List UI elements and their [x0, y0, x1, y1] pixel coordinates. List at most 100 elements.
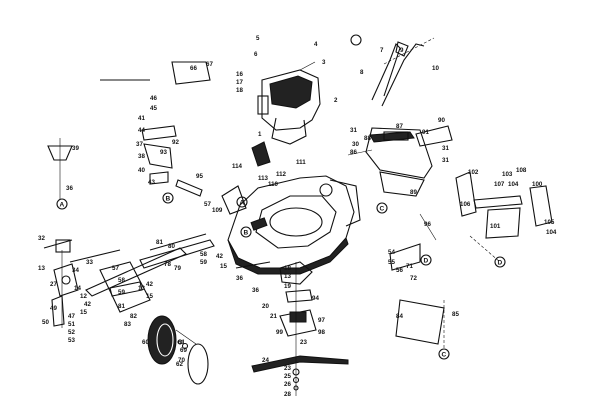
part-60: 60	[142, 339, 149, 346]
part-114: 114	[232, 163, 243, 170]
part-96: 96	[424, 221, 431, 228]
part-13b: 13	[38, 265, 45, 272]
part-50: 50	[42, 319, 49, 326]
part-45: 45	[150, 105, 157, 112]
part-43: 43	[148, 179, 155, 186]
part-106: 106	[460, 201, 471, 208]
part-61: 61	[178, 339, 185, 346]
part-59b: 59	[118, 289, 125, 296]
grass-catcher	[347, 127, 433, 197]
part-15b: 15	[80, 309, 87, 316]
svg-text:C: C	[442, 352, 447, 359]
part-36b: 36	[236, 275, 243, 282]
part-58: 58	[200, 251, 207, 258]
part-53: 53	[68, 337, 75, 344]
part-83: 83	[124, 321, 131, 328]
part-10: 10	[432, 65, 439, 72]
part-84: 84	[396, 313, 403, 320]
part-103: 103	[502, 171, 513, 178]
svg-text:B: B	[244, 230, 249, 237]
ref-d-right: D	[494, 256, 506, 268]
part-12: 12	[80, 293, 87, 300]
part-31b: 31	[442, 145, 449, 152]
handle-upper	[350, 34, 435, 107]
mower-deck	[227, 175, 361, 275]
part-13: 13	[284, 273, 291, 280]
part-93: 93	[160, 149, 167, 156]
part-72: 72	[410, 275, 417, 282]
part-88: 88	[364, 135, 371, 142]
part-13c: 13	[138, 285, 145, 292]
part-36: 36	[66, 185, 73, 192]
part-99: 99	[276, 329, 283, 336]
part-110: 110	[268, 181, 279, 188]
part-85: 85	[452, 311, 459, 318]
part-33: 33	[86, 259, 93, 266]
part-2: 2	[334, 97, 338, 104]
ref-b-deck: B	[240, 226, 252, 238]
ref-c-deck: C	[376, 202, 388, 214]
part-82: 82	[130, 313, 137, 320]
part-89: 89	[410, 189, 417, 196]
part-59: 59	[200, 259, 207, 266]
part-40: 40	[138, 167, 145, 174]
part-41: 41	[138, 115, 145, 122]
ref-a-left: A	[56, 198, 68, 210]
reference-markers: A B A B C D D C	[56, 192, 506, 360]
part-32: 32	[38, 235, 45, 242]
part-57b: 57	[112, 265, 119, 272]
svg-text:D: D	[498, 260, 503, 267]
part-42b: 42	[84, 301, 91, 308]
part-16: 16	[236, 71, 243, 78]
part-108: 108	[516, 167, 527, 174]
part-21: 21	[270, 313, 277, 320]
part-23b: 23	[284, 365, 291, 372]
svg-text:C: C	[380, 206, 385, 213]
part-104: 104	[508, 181, 519, 188]
part-105: 105	[544, 219, 555, 226]
part-44: 44	[138, 127, 145, 134]
part-42c: 42	[146, 281, 153, 288]
part-26: 26	[284, 381, 291, 388]
part-52: 52	[68, 329, 75, 336]
svg-text:B: B	[166, 196, 171, 203]
part-104b: 104	[546, 229, 557, 236]
part-27: 27	[50, 281, 57, 288]
part-98: 98	[318, 329, 325, 336]
part-39: 39	[72, 145, 79, 152]
svg-text:A: A	[240, 200, 245, 207]
part-37: 37	[136, 141, 143, 148]
part-31: 31	[350, 127, 357, 134]
part-47: 47	[68, 313, 75, 320]
svg-text:A: A	[60, 202, 65, 209]
part-14: 14	[74, 285, 81, 292]
handle-lower	[69, 233, 215, 313]
part-109: 109	[212, 207, 223, 214]
ref-c-bottom: C	[438, 348, 450, 360]
front-axle-assembly	[455, 171, 553, 263]
bracket-66	[171, 61, 211, 85]
part-80: 80	[168, 243, 175, 250]
part-3: 3	[322, 59, 326, 66]
part-90: 90	[438, 117, 445, 124]
part-70: 70	[178, 357, 185, 364]
part-94: 94	[312, 295, 319, 302]
part-34: 34	[72, 267, 79, 274]
part-111: 111	[296, 159, 306, 166]
part-66: 66	[190, 65, 197, 72]
part-19: 19	[284, 283, 291, 290]
part-78: 78	[164, 261, 171, 268]
part-49: 49	[50, 305, 57, 312]
part-91: 91	[422, 129, 429, 136]
blade-drive-assembly	[251, 261, 349, 396]
part-6: 6	[254, 51, 258, 58]
part-labels: 5 6 3 4 2 1 16 17 18 66 67 46 45 41 44 3…	[38, 35, 557, 398]
part-18: 18	[236, 87, 243, 94]
part-113: 113	[258, 175, 269, 182]
part-67: 67	[206, 61, 213, 68]
part-112: 112	[276, 171, 287, 178]
part-46: 46	[150, 95, 157, 102]
part-8: 8	[360, 69, 364, 76]
part-15: 15	[220, 263, 227, 270]
part-42: 42	[216, 253, 223, 260]
